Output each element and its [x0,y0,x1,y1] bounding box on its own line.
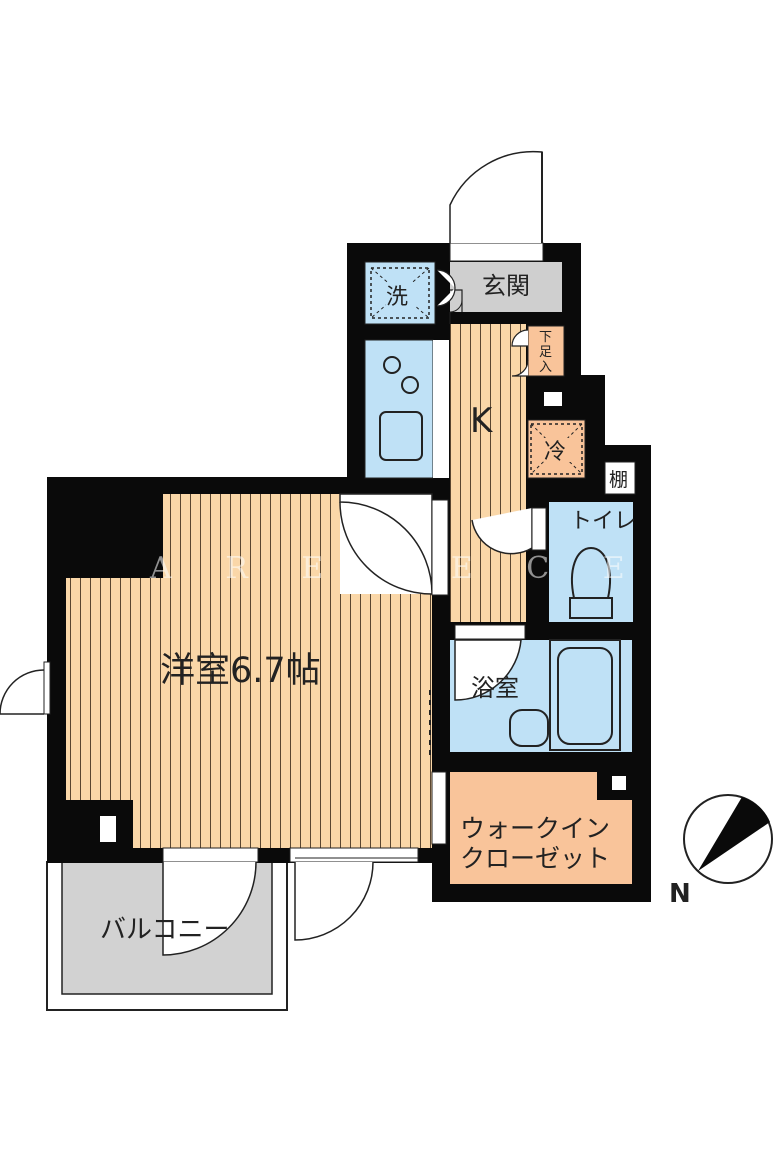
toilet-room [549,502,633,622]
western-room-label: 洋室6.7帖 [160,651,321,691]
toilet-bowl-icon [570,546,612,599]
north-arrow-icon [698,797,770,871]
balcony-doors [162,847,419,956]
shoe-box [511,325,565,377]
basin-icon [509,709,549,747]
toilet-tank-icon [569,597,613,619]
compass: N [669,794,773,909]
sink-icon [379,411,423,461]
shoe-box-char-2: 足 [539,345,552,360]
closet-label-line1: ウォークイン [460,814,610,843]
burner-icon [401,376,419,394]
washer-label: 洗 [386,285,408,310]
closet-label-line2: クローゼット [460,844,610,873]
kitchen-floor [436,269,547,622]
washer-space [364,261,436,325]
kitchen-counter [364,339,449,479]
burner-icon [383,356,401,374]
shoe-box-char-1: 下 [539,330,552,345]
shoe-box-label: 下 足 入 [539,330,552,375]
bathroom [450,624,632,752]
bath-label: 浴室 [471,674,519,702]
fridge-label: 冷 [544,440,566,465]
toilet-label: トイレ [570,509,636,534]
watermark: A R E S E C E [149,551,647,586]
walk-in-closet [450,772,632,884]
shoe-box-char-3: 入 [539,360,552,375]
kitchen-label: K [470,401,494,441]
entrance [449,150,562,312]
western-room [0,493,449,848]
fridge-space [527,392,586,479]
compass-north-label: N [669,879,691,909]
balcony-label: バルコニー [100,915,229,945]
shelf-label: 棚 [609,469,628,491]
shelf [604,461,636,495]
entrance-label: 玄関 [482,272,530,300]
